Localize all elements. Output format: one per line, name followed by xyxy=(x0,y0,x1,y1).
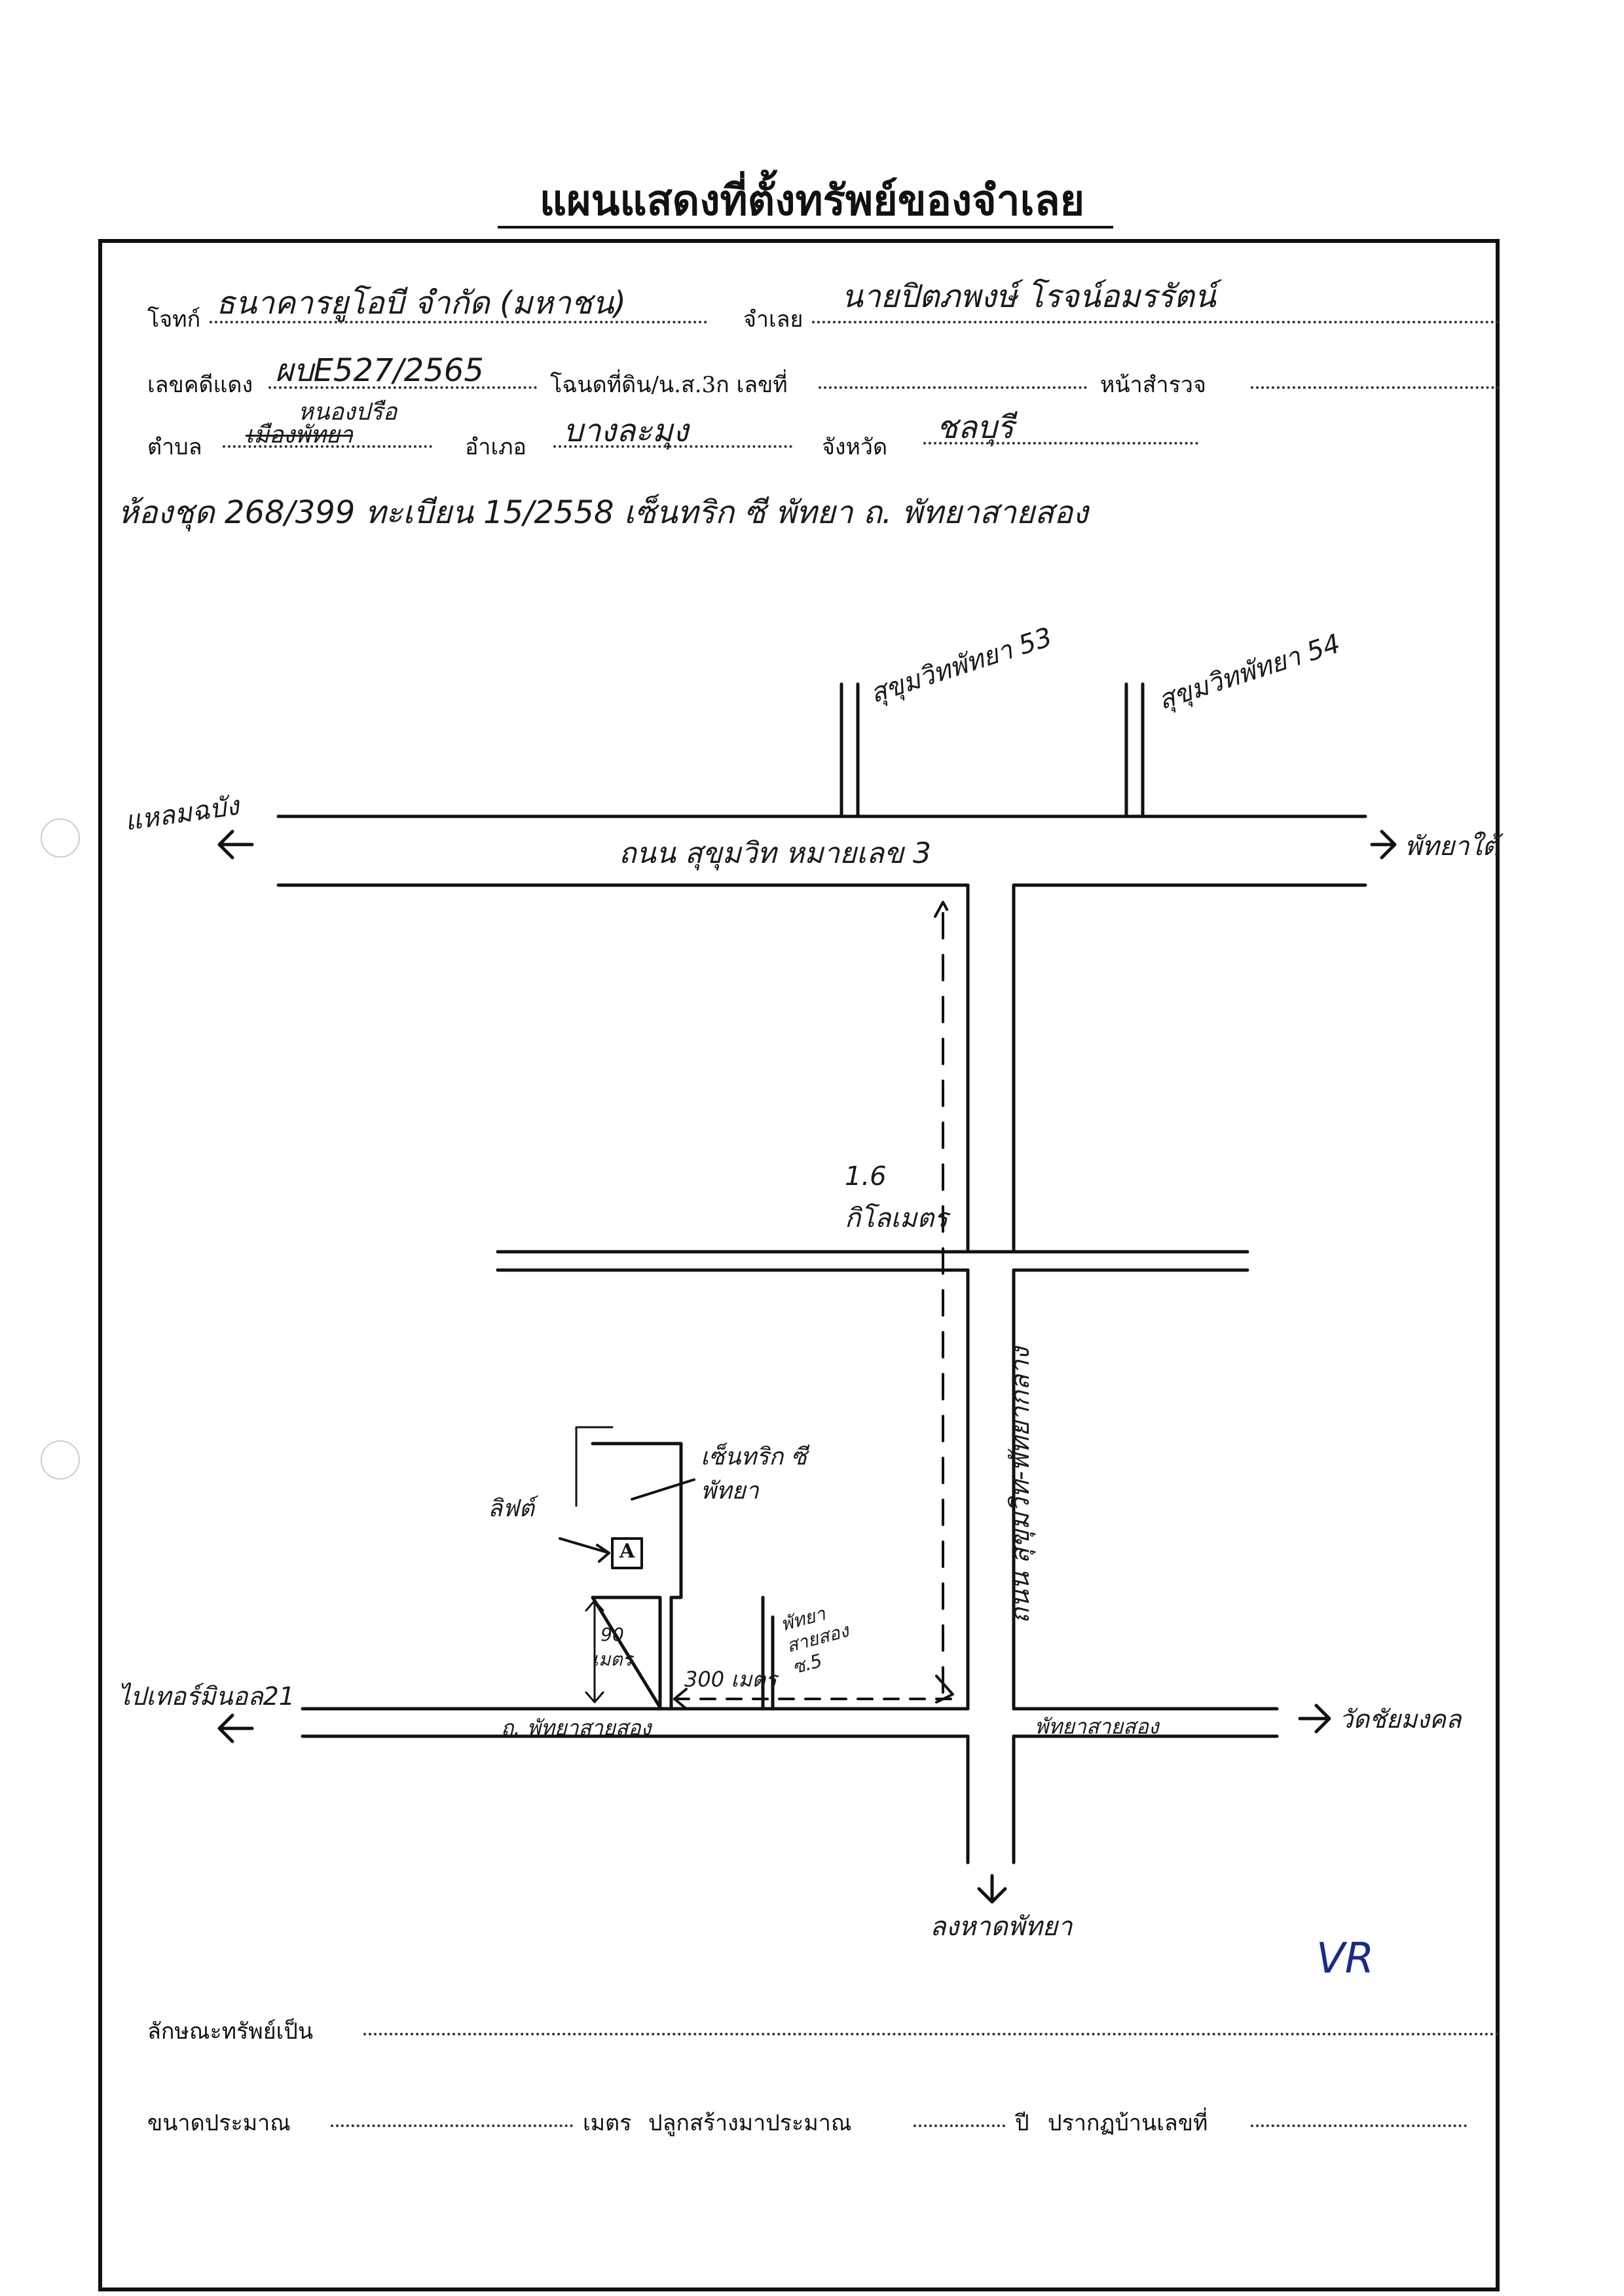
route-dashed-vertical xyxy=(934,901,952,1694)
arrow-west-top xyxy=(217,829,254,860)
province-label: จังหวัด xyxy=(822,434,888,460)
route-turn-mark xyxy=(935,1675,954,1704)
condo-building-shadow xyxy=(575,1426,614,1507)
title-underline xyxy=(498,226,1113,228)
to-west-bottom-label: ไปเทอร์มินอล21 xyxy=(118,1682,295,1711)
size-dots xyxy=(331,2124,573,2127)
built-dots xyxy=(913,2124,1005,2127)
survey-page-label: หน้าสำรวจ xyxy=(1100,372,1206,398)
house-no-dots xyxy=(1251,2124,1467,2127)
house-no-label: ปรากฏบ้านเลขที่ xyxy=(1048,2110,1208,2136)
form-frame xyxy=(98,239,1500,2291)
to-south-label: ลงหาดพัทยา xyxy=(930,1912,1073,1942)
plaintiff-label: โจทก์ xyxy=(147,306,201,333)
property-type-dots xyxy=(363,2033,1500,2035)
arrow-east-top xyxy=(1370,829,1397,860)
unit-note: ห้องชุด 268/399 ทะเบียน 15/2558 เซ็นทริก… xyxy=(118,494,1088,531)
subdistrict-dots xyxy=(223,445,432,448)
case-no-label: เลขคดีแดง xyxy=(147,372,253,398)
plaintiff-value: ธนาคารยูโอบี จำกัด (มหาชน) xyxy=(216,285,627,321)
case-no-value: ผบE527/2565 xyxy=(275,352,484,389)
punch-hole xyxy=(41,1440,80,1480)
dist-300-label: 300 เมตร xyxy=(684,1667,777,1692)
plaintiff-dots xyxy=(210,321,707,323)
province-dots xyxy=(923,442,1198,445)
province-value: ชลบุรี xyxy=(936,409,1014,446)
dimension-90m xyxy=(585,1599,604,1704)
subdistrict-label: ตำบล xyxy=(147,434,202,460)
case-no-dots xyxy=(268,386,537,389)
document-title: แผนแสดงที่ตั้งทรัพย์ของจำเลย xyxy=(539,176,1085,225)
built-unit: ปี xyxy=(1015,2110,1029,2136)
vertical-road-label: ถนน สุขุมวิท-พัทยากลาง xyxy=(1005,1347,1035,1624)
defendant-value: นายปิตภพงษ์ โรจน์อมรรัตน์ xyxy=(841,278,1216,315)
dist-90-label: 90 เมตร xyxy=(592,1624,633,1670)
condo-building-outline xyxy=(591,1442,683,1709)
to-east-bottom-label: วัดชัยมงคล xyxy=(1339,1705,1462,1734)
property-type-label: ลักษณะทรัพย์เป็น xyxy=(147,2018,314,2045)
size-label: ขนาดประมาณ xyxy=(147,2110,291,2136)
main-road-label: ถนน สุขุมวิท หมายเลข 3 xyxy=(619,837,931,870)
subdistrict-struck: เมืองพัทยา xyxy=(246,422,354,448)
condo-name-label: เซ็นทริก ซี พัทยา xyxy=(701,1444,807,1504)
pointer-to-building xyxy=(631,1478,695,1501)
survey-page-dots xyxy=(1251,386,1500,389)
to-east-top-label: พัทยาใต้ xyxy=(1405,831,1500,862)
arrow-west-bottom xyxy=(217,1713,254,1743)
punch-hole xyxy=(41,818,80,858)
deed-label: โฉนดที่ดิน/น.ส.3ก เลขที่ xyxy=(550,372,788,398)
condo-tag-label: ลิฟต์ xyxy=(488,1495,534,1522)
size-unit: เมตร xyxy=(583,2110,632,2136)
marker-box xyxy=(611,1537,643,1569)
road-bottom-left-label: ถ. พัทยาสายสอง xyxy=(501,1715,652,1740)
road-bottom-right-label: พัทยาสายสอง xyxy=(1035,1714,1159,1739)
subdistrict-value: หนองปรือ xyxy=(298,399,397,426)
district-value: บางละมุง xyxy=(563,412,689,449)
initials: VR xyxy=(1316,1935,1375,1983)
built-label: ปลูกสร้างมาประมาณ xyxy=(648,2110,852,2136)
district-dots xyxy=(553,445,792,448)
arrow-east-bottom xyxy=(1298,1704,1331,1734)
defendant-label: จำเลย xyxy=(743,306,803,333)
distance-km-label: 1.6 กิโลเมตร xyxy=(845,1161,948,1233)
district-label: อำเภอ xyxy=(465,434,526,460)
pointer-to-marker xyxy=(559,1537,610,1563)
route-start-arrow xyxy=(673,1688,688,1710)
arrow-south xyxy=(977,1874,1007,1904)
defendant-dots xyxy=(812,321,1500,323)
deed-dots xyxy=(819,386,1087,389)
marker-label: A xyxy=(619,1540,635,1563)
